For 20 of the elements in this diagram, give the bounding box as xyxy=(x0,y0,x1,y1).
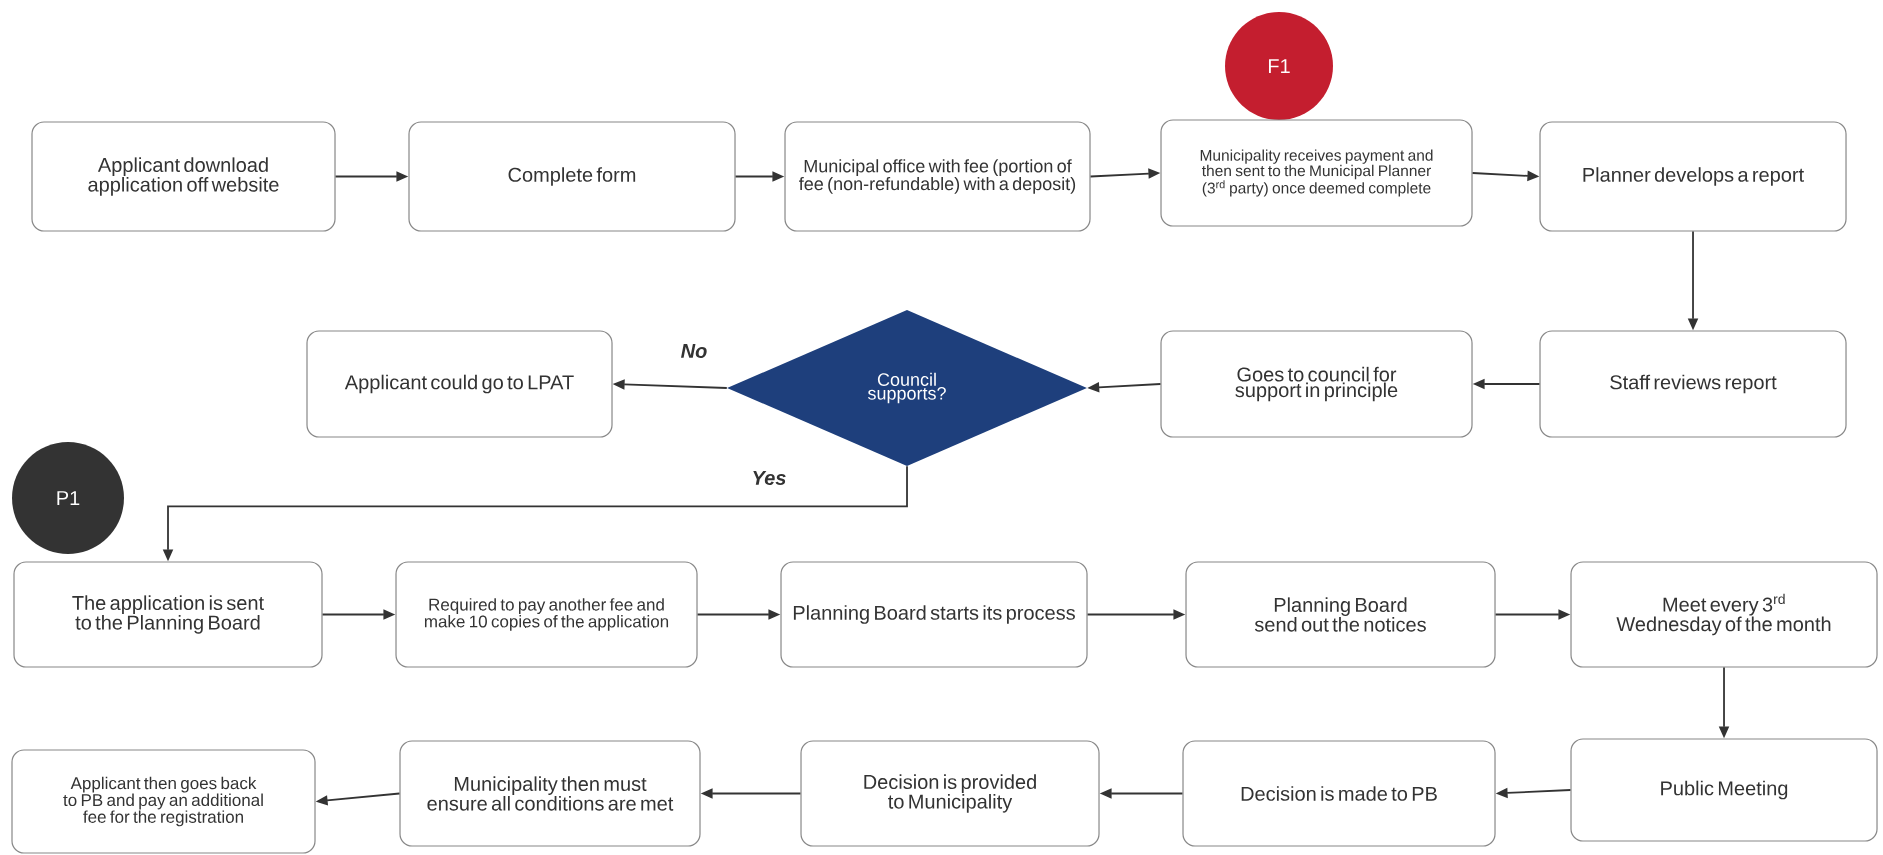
process-box: Decision is made to PB xyxy=(1182,740,1496,847)
edge-label: No xyxy=(678,342,710,360)
process-box: Planning Board send out the notices xyxy=(1185,561,1496,668)
process-box: Complete form xyxy=(408,121,736,232)
process-box: Applicant could go to LPAT xyxy=(306,330,613,438)
process-box: Municipality then must ensure all conditions are met xyxy=(399,740,701,847)
process-box: Applicant then goes back to PB and pay an additional fee for the registration xyxy=(11,749,316,854)
edge-label: Yes xyxy=(749,469,789,487)
process-box: Decision is provided to Municipality xyxy=(800,740,1100,847)
process-box: Municipal office with fee (portion of fee (non-refundable) with a deposit) xyxy=(784,121,1091,232)
process-box: Meet every 3$^{rd}$ Wednesday of the month xyxy=(1570,561,1878,668)
process-box: Municipality receives payment and then sent to the Municipal Planner (3$^{rd}$ party) once deemed complete xyxy=(1160,119,1473,227)
process-box: Planning Board starts its process xyxy=(780,561,1088,668)
process-box: Staff reviews report xyxy=(1539,330,1847,438)
process-box: Public Meeting xyxy=(1570,738,1878,842)
process-box: Applicant download application off website xyxy=(31,121,336,232)
process-box: Goes to council for support in principle xyxy=(1160,330,1473,438)
process-box: Planner develops a report xyxy=(1539,121,1847,232)
process-box: The application is sent to the Planning Board xyxy=(13,561,323,668)
process-box: Required to pay another fee and make 10 copies of the application xyxy=(395,561,698,668)
